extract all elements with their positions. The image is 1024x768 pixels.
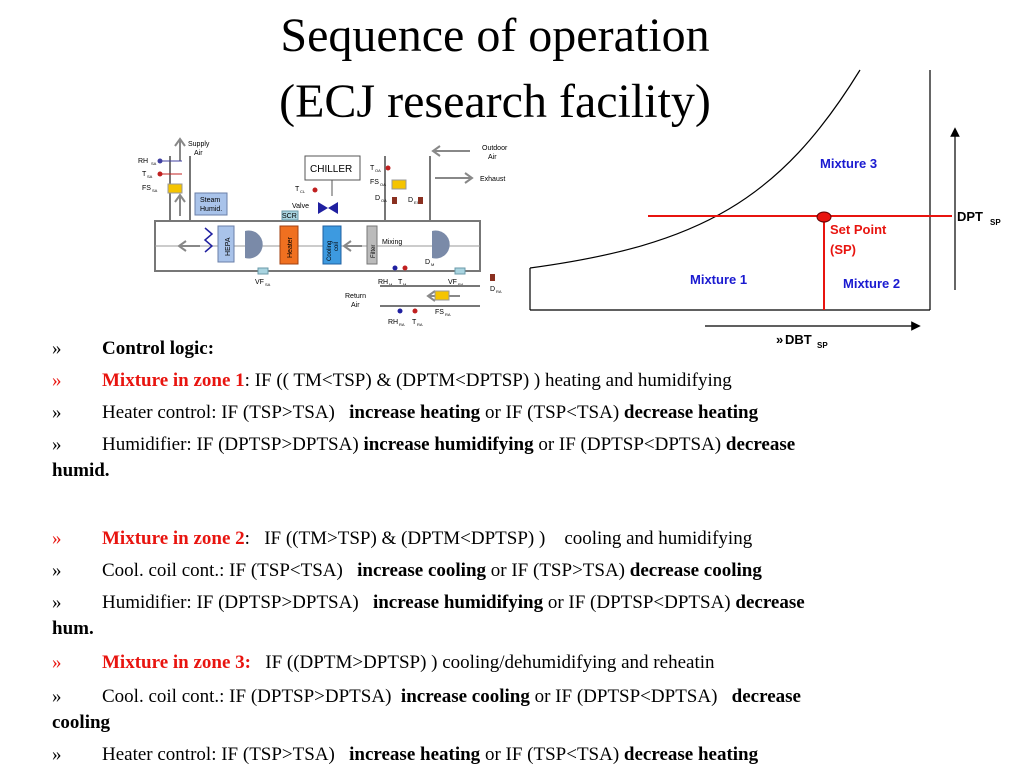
scr-box — [281, 210, 299, 221]
svg-text:RA: RA — [445, 312, 451, 317]
svg-text:SP: SP — [817, 341, 828, 350]
bullet-zone3-coil: »Cool. coil cont.: IF (DPTSP>DPTSA) incr… — [52, 686, 801, 733]
heater-coil — [279, 225, 299, 265]
vf-sa-label: VF — [255, 279, 264, 286]
mixture-2-label: Mixture 2 — [843, 276, 900, 291]
valve-label: Valve — [292, 203, 309, 210]
rh-sa-label: RH — [138, 158, 148, 165]
t-m-label: T — [398, 279, 403, 286]
bullet-zone3: »Mixture in zone 3: IF ((DPTM>DPTSP) ) c… — [52, 652, 715, 673]
svg-text:Cooling: Cooling — [327, 241, 333, 261]
vf-ra-label: VF — [448, 279, 457, 286]
outdoor-air-label: Outdoor — [482, 145, 508, 152]
svg-text:RA: RA — [399, 322, 405, 327]
exhaust-arrow-icon — [435, 172, 474, 184]
d-m-label: D — [425, 259, 430, 266]
svg-text:M: M — [431, 262, 434, 267]
d-ra-label: D — [490, 286, 495, 293]
outdoor-air-label2: Air — [488, 154, 497, 161]
mixture-1-label: Mixture 1 — [690, 272, 747, 287]
svg-text:RA: RA — [496, 289, 502, 294]
svg-text:RA: RA — [417, 322, 423, 327]
return-air-label: Return — [345, 293, 366, 300]
bullet-zone1-heater: »Heater control: IF (TSP>TSA) increase h… — [52, 402, 759, 423]
t-ra-label: T — [412, 319, 417, 326]
outdoor-air-arrow-icon — [431, 145, 470, 157]
t-cl-label: T — [295, 186, 300, 193]
slide-title-line1: Sequence of operation — [280, 9, 710, 62]
svg-text:M: M — [403, 282, 406, 287]
dpt-sp-label: DPT — [957, 209, 983, 224]
rh-ra-label: RH — [388, 319, 398, 326]
return-fan-icon — [432, 230, 450, 259]
svg-text:SA: SA — [151, 161, 157, 166]
fs-oa-label: FS — [370, 179, 379, 186]
svg-text:Steam: Steam — [200, 197, 220, 204]
return-air-label2: Air — [351, 302, 360, 309]
set-point-label: Set Point — [830, 222, 887, 237]
d-ex-label: D — [408, 197, 413, 204]
svg-text:SCR: SCR — [282, 213, 297, 220]
steam-humidifier — [194, 192, 228, 216]
d-oa-label: D — [375, 195, 380, 202]
svg-text:OA: OA — [381, 198, 387, 203]
slide-title-line2: (ECJ research facility) — [279, 75, 711, 128]
t-sa-sensor-icon — [157, 171, 163, 177]
filter-box — [366, 225, 378, 265]
supply-arrow-icon — [174, 137, 186, 161]
bullet-zone2-humidifier: »Humidifier: IF (DPTSP>DPTSA) increase h… — [52, 592, 805, 639]
svg-text:coil: coil — [334, 242, 340, 251]
t-sa-label: T — [142, 171, 147, 178]
mixture-3-label: Mixture 3 — [820, 156, 877, 171]
hepa-filter — [217, 225, 235, 263]
svg-text:CHILLER: CHILLER — [310, 164, 352, 175]
valve-icon — [318, 202, 338, 214]
bullet-zone2-coil: »Cool. coil cont.: IF (TSP<TSA) increase… — [52, 560, 762, 581]
svg-text:Humid.: Humid. — [200, 206, 222, 213]
rh-m-label: RH — [378, 279, 388, 286]
chiller-box — [304, 155, 361, 181]
svg-text:Filter: Filter — [371, 245, 377, 258]
hvac-schematic: Supply Air Outdoor Air Exhaust RH SA T S… — [138, 137, 508, 327]
svg-text:RA: RA — [458, 282, 464, 287]
svg-text:SA: SA — [265, 282, 271, 287]
bullet-zone2: »Mixture in zone 2: IF ((TM>TSP) & (DPTM… — [52, 528, 753, 549]
svg-text:Heater: Heater — [287, 236, 294, 258]
set-point-sp-label: (SP) — [830, 242, 856, 257]
cooling-coil — [322, 225, 342, 265]
mixing-label: Mixing — [382, 239, 402, 246]
bullet-control-logic: »Control logic: — [52, 338, 215, 359]
svg-text:EX: EX — [414, 200, 420, 205]
svg-text:M: M — [389, 282, 392, 287]
svg-text:CL: CL — [300, 189, 306, 194]
fs-ra-label: FS — [435, 309, 444, 316]
exhaust-label: Exhaust — [480, 176, 505, 183]
fs-sa-label: FS — [142, 185, 151, 192]
svg-text:OA: OA — [380, 182, 386, 187]
t-oa-label: T — [370, 165, 375, 172]
svg-text:SA: SA — [147, 174, 153, 179]
psychrometric-zone-chart: Mixture 3 Mixture 1 Mixture 2 Set Point … — [529, 69, 1001, 350]
dbt-sp-label: DBT — [785, 332, 812, 347]
supply-air-label: Supply — [188, 141, 210, 148]
svg-text:»: » — [776, 332, 783, 347]
bullet-zone1: »Mixture in zone 1: IF (( TM<TSP) & (DPT… — [52, 370, 732, 391]
svg-text:SA: SA — [152, 188, 158, 193]
svg-text:SP: SP — [990, 218, 1001, 227]
saturation-curve — [529, 69, 861, 269]
fs-sa-flow-station — [167, 183, 183, 194]
bullet-zone3-heater: »Heater control: IF (TSP>TSA) increase h… — [52, 744, 759, 765]
svg-text:HEPA: HEPA — [225, 237, 232, 256]
rh-sa-sensor-icon — [157, 158, 163, 164]
svg-text:OA: OA — [375, 168, 381, 173]
supply-fan-icon — [245, 230, 263, 259]
supply-air-label2: Air — [194, 150, 203, 157]
bullet-zone1-humidifier: »Humidifier: IF (DPTSP>DPTSA) increase h… — [52, 434, 796, 481]
set-point-marker — [816, 211, 832, 223]
